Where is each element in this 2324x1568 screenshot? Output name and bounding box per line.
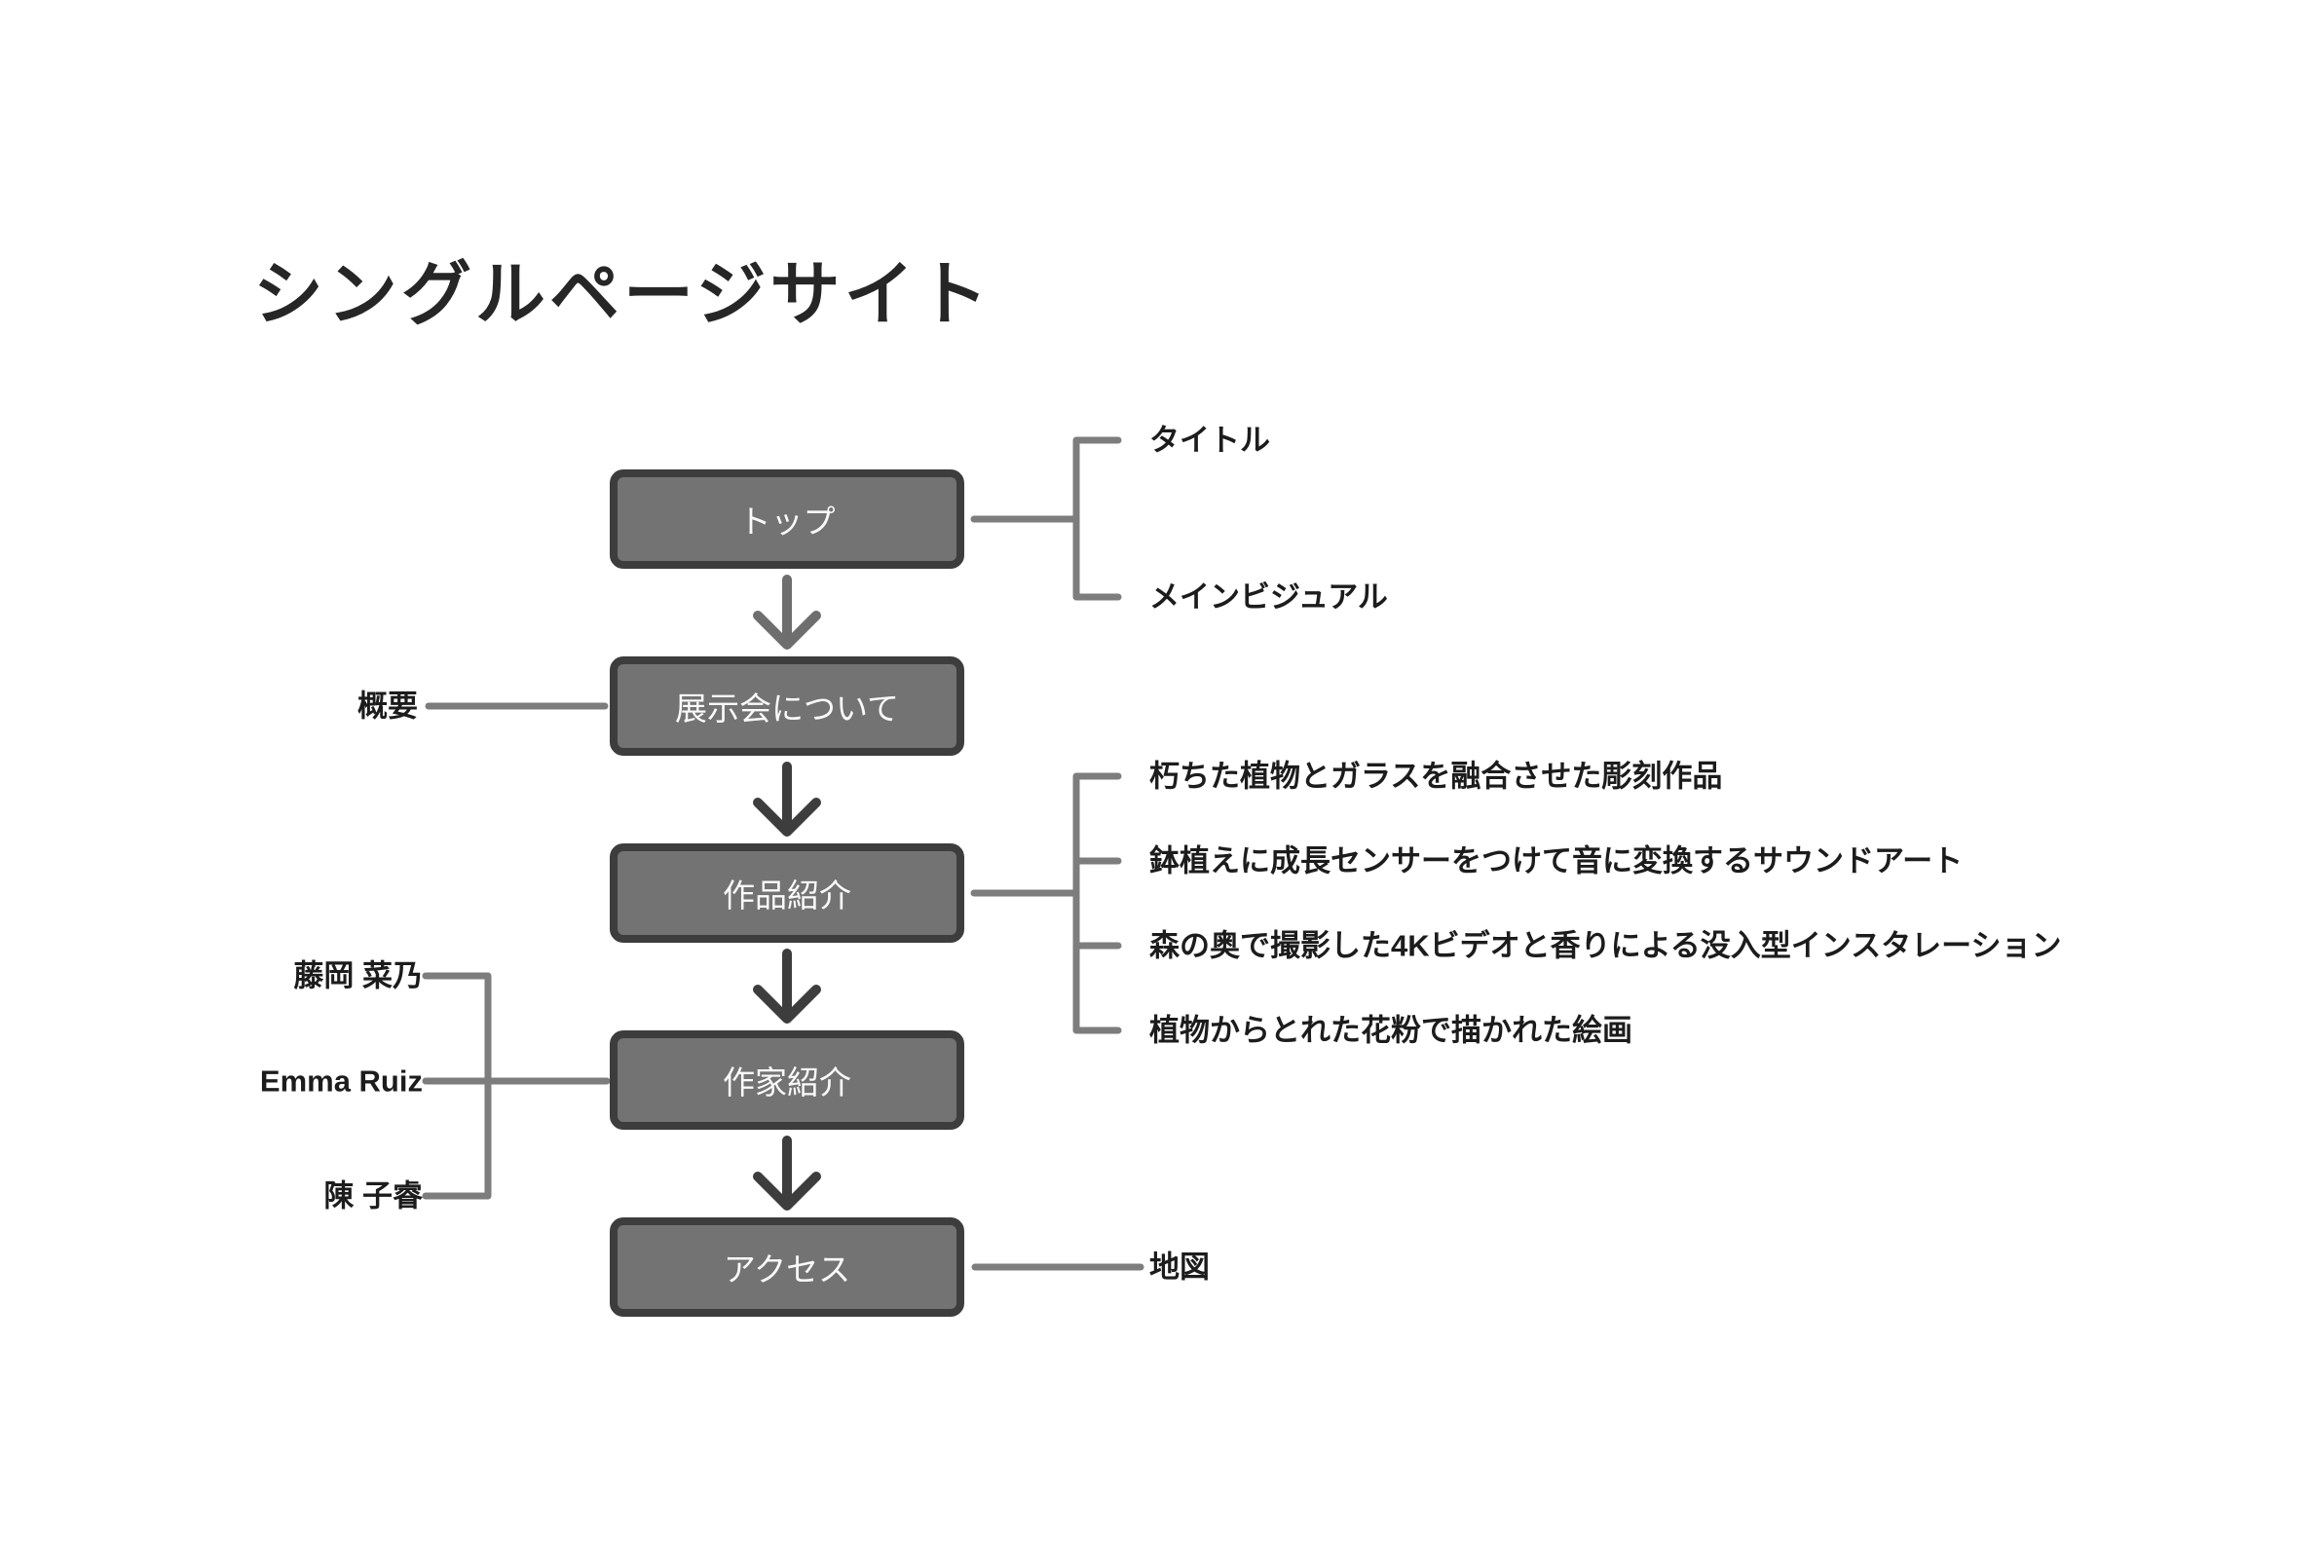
annotation-work-painting: 植物からとれた花粉で描かれた絵画: [1149, 1013, 1632, 1048]
node-access-label: アクセス: [723, 1251, 851, 1288]
annotation-map: 地図: [1149, 1250, 1210, 1285]
annotation-work-installation: 森の奥で撮影した4Kビデオと香りによる没入型インスタレーション: [1149, 928, 2062, 963]
node-works-intro: 作品紹介: [610, 843, 964, 943]
flow-arrow-top-to-about: [753, 575, 821, 650]
page-title: シングルページサイト: [253, 256, 993, 334]
flow-arrow-artists-to-access: [753, 1136, 821, 1211]
node-artists-intro-label: 作家紹介: [723, 1064, 851, 1101]
annotation-title: タイトル: [1149, 423, 1270, 458]
annotation-artist-emma-ruiz: Emma Ruiz: [259, 1064, 423, 1099]
annotation-work-sound-art: 鉢植えに成長センサーをつけて音に変換するサウンドアート: [1149, 843, 1964, 878]
node-top-label: トップ: [738, 504, 836, 540]
connector-artists-bracket: [422, 972, 611, 1200]
node-access: アクセス: [610, 1217, 964, 1317]
node-top: トップ: [610, 469, 964, 569]
node-artists-intro: 作家紹介: [610, 1030, 964, 1130]
flow-arrow-works-to-artists: [753, 949, 821, 1024]
annotation-artist-chen-zirui: 陳 子睿: [323, 1178, 423, 1213]
annotation-overview: 概要: [357, 689, 418, 724]
connector-works-bracket: [970, 772, 1122, 1034]
node-about-exhibition-label: 展示会について: [674, 691, 899, 727]
annotation-work-sculpture: 朽ちた植物とガラスを融合させた彫刻作品: [1149, 759, 1723, 794]
node-about-exhibition: 展示会について: [610, 656, 964, 756]
flow-arrow-about-to-works: [753, 762, 821, 837]
annotation-artist-fujioka-nano: 藤岡 菜乃: [293, 958, 423, 993]
connector-top-bracket: [970, 436, 1122, 601]
annotation-main-visual: メインビジュアル: [1149, 579, 1388, 615]
node-works-intro-label: 作品紹介: [723, 877, 851, 914]
